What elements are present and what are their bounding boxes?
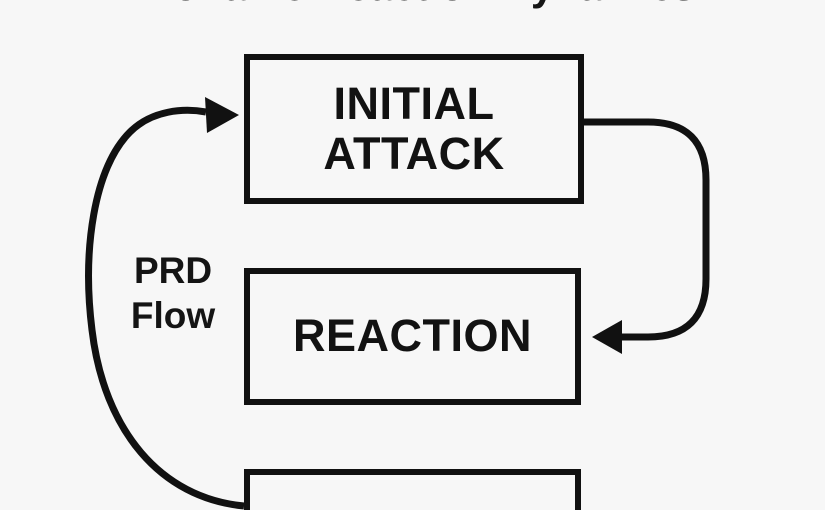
- node-third[interactable]: [244, 469, 581, 510]
- node-reaction[interactable]: REACTION: [244, 268, 581, 405]
- arrowhead-right-icon: [205, 97, 239, 133]
- arrowhead-left-icon: [592, 320, 622, 354]
- prd-flow-label: PRD Flow: [130, 250, 216, 337]
- node-initial-attack-label: INITIAL ATTACK: [323, 77, 505, 179]
- page-title: Probable Reaction Dynamics: [0, 0, 825, 10]
- connector-initial-to-reaction: [584, 118, 710, 354]
- node-reaction-label: REACTION: [293, 310, 532, 362]
- node-initial-attack[interactable]: INITIAL ATTACK: [244, 54, 584, 204]
